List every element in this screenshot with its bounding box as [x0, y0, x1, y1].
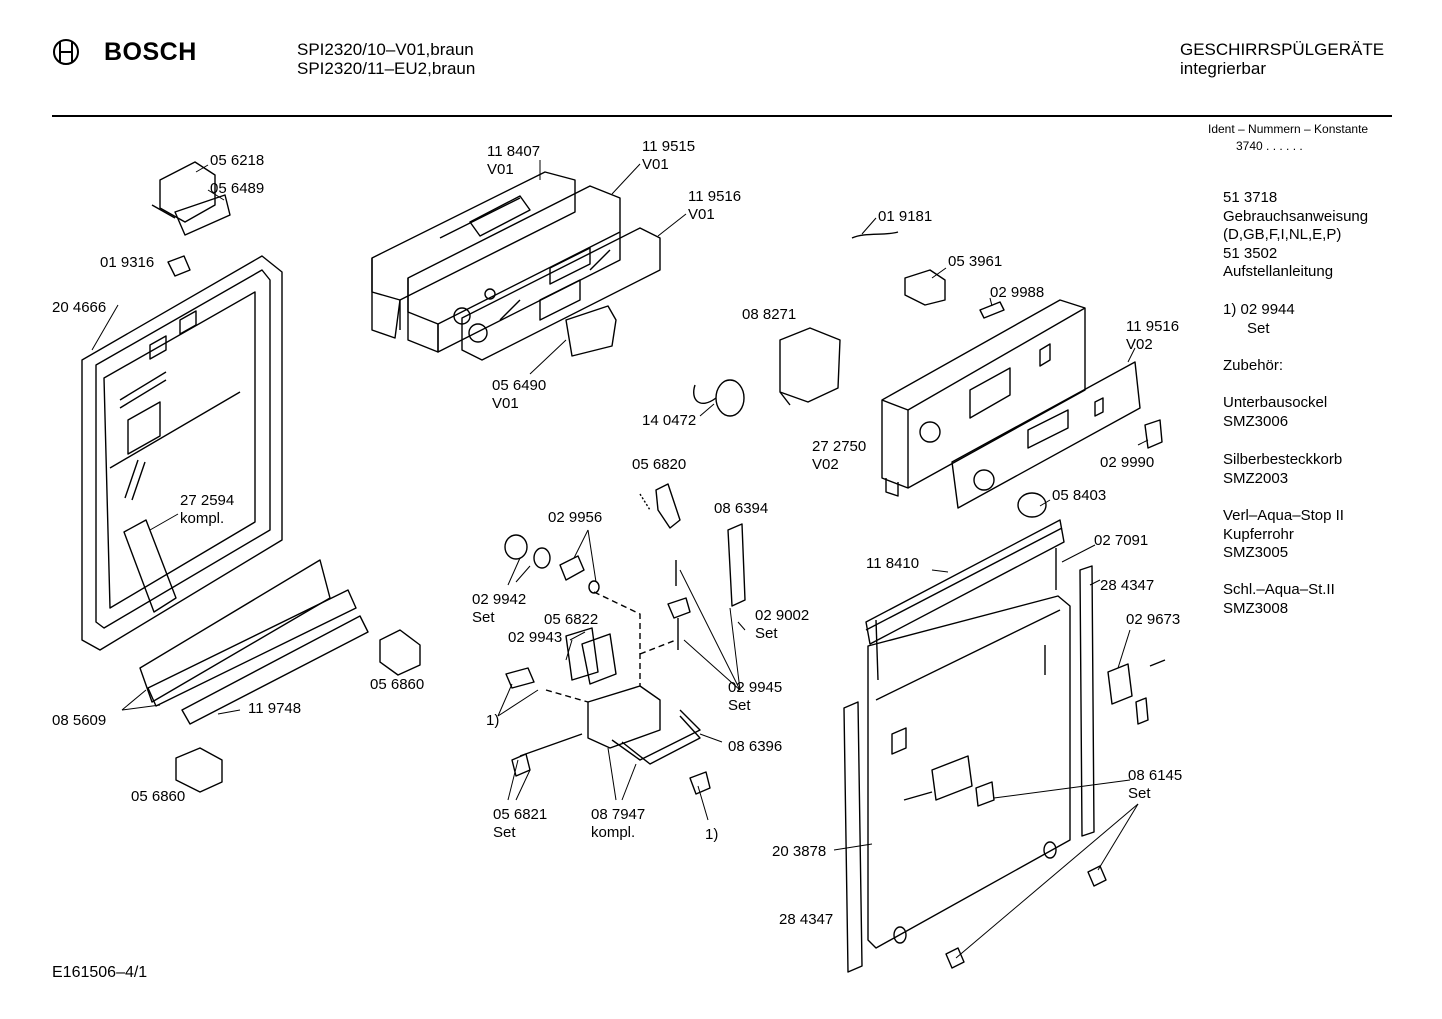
- drawing-id: E161506–4/1: [52, 964, 148, 981]
- part-label: 28 4347: [1100, 577, 1155, 594]
- timer-motor: [715, 379, 745, 417]
- model-line-1: SPI2320/10–V01,braun: [297, 40, 474, 59]
- ident-label: Ident – Nummern – Konstante: [1208, 122, 1369, 136]
- cable-harness: [123, 519, 177, 613]
- control-panel-frame-v01: [371, 171, 576, 339]
- accessory-item: Verl–Aqua–Stop II Kupferrohr SMZ3005: [1223, 507, 1344, 561]
- part-label: 05 6218: [210, 152, 265, 169]
- part-label: 05 6822: [544, 611, 599, 628]
- part-label: 05 3961: [948, 253, 1003, 270]
- accessory-item: Unterbausockel SMZ3006: [1223, 394, 1328, 430]
- part-label: 02 7091: [1094, 532, 1149, 549]
- accessories-heading: Zubehör:: [1223, 357, 1284, 374]
- inner-door-liner: [81, 255, 283, 651]
- spring-pin: [979, 301, 1005, 319]
- faceplate-v02: [951, 361, 1141, 509]
- documentation-block: 51 3718 Gebrauchsanweisung (D,GB,F,I,NL,…: [1223, 189, 1369, 280]
- detergent-dispenser: [587, 685, 661, 749]
- part-label: 02 9943: [508, 629, 563, 646]
- part-label: 02 9673: [1126, 611, 1181, 628]
- door-latch-bracket: [151, 161, 231, 236]
- leader-lines: [91, 160, 1149, 959]
- side-strip-right: [1079, 565, 1095, 837]
- part-label: 1): [486, 712, 500, 729]
- part-label: 20 3878: [772, 843, 827, 860]
- contact-clip: [904, 269, 946, 306]
- accessory-item: Silberbesteckkorb SMZ2003: [1223, 451, 1343, 487]
- part-label: 28 4347: [779, 911, 834, 928]
- control-knob: [565, 305, 617, 357]
- part-label: 05 6860: [131, 788, 186, 805]
- hinge-bracket: [655, 483, 681, 529]
- part-label: 08 8271: [742, 306, 797, 323]
- part-label: 05 8403: [1052, 487, 1107, 504]
- switch-small: [167, 255, 191, 277]
- sensor-cable: [851, 231, 899, 239]
- accessory-item: Schl.–Aqua–St.II SMZ3008: [1223, 581, 1335, 617]
- product-subcategory: integrierbar: [1180, 59, 1266, 78]
- brand-name: BOSCH: [104, 38, 197, 66]
- base-trim-rails: [139, 559, 369, 725]
- control-panel-faceplate-v01: [461, 227, 661, 361]
- part-label: 08 6396: [728, 738, 783, 755]
- product-category: GESCHIRRSPÜLGERÄTE: [1180, 40, 1385, 59]
- timer-unit: [779, 327, 841, 403]
- part-label: 08 5609: [52, 712, 107, 729]
- part-label: 11 9748: [248, 700, 302, 717]
- part-label: 1): [705, 826, 719, 843]
- part-label: 05 6820: [632, 456, 687, 473]
- ident-value: 3740 . . . . . .: [1236, 139, 1303, 153]
- part-label: 08 6394: [714, 500, 769, 517]
- part-label: 01 9316: [100, 254, 155, 271]
- handle-bar: [865, 519, 1065, 645]
- control-panel-cover-v01: [407, 185, 621, 353]
- control-panel-v02: [881, 299, 1086, 497]
- part-label: 20 4666: [52, 299, 107, 316]
- part-label: 02 9988: [990, 284, 1045, 301]
- part-label: 05 6860: [370, 676, 425, 693]
- part-label: 01 9181: [878, 208, 933, 225]
- indicator-dome: [1017, 492, 1047, 518]
- footnote-block: 1) 02 9944 Set: [1223, 301, 1295, 337]
- model-line-2: SPI2320/11–EU2,braun: [297, 59, 476, 78]
- part-label: 05 6489: [210, 180, 265, 197]
- bosch-logo-icon: [53, 39, 79, 65]
- part-label: 14 0472: [642, 412, 697, 429]
- side-strip-left: [843, 701, 863, 973]
- end-cap: [175, 747, 223, 793]
- end-cap: [379, 629, 421, 676]
- part-label: 11 8410: [866, 555, 920, 572]
- button-cap: [1144, 419, 1163, 449]
- part-label: 02 9956: [548, 509, 603, 526]
- part-label: 02 9990: [1100, 454, 1155, 471]
- outer-door-panel: [867, 595, 1071, 949]
